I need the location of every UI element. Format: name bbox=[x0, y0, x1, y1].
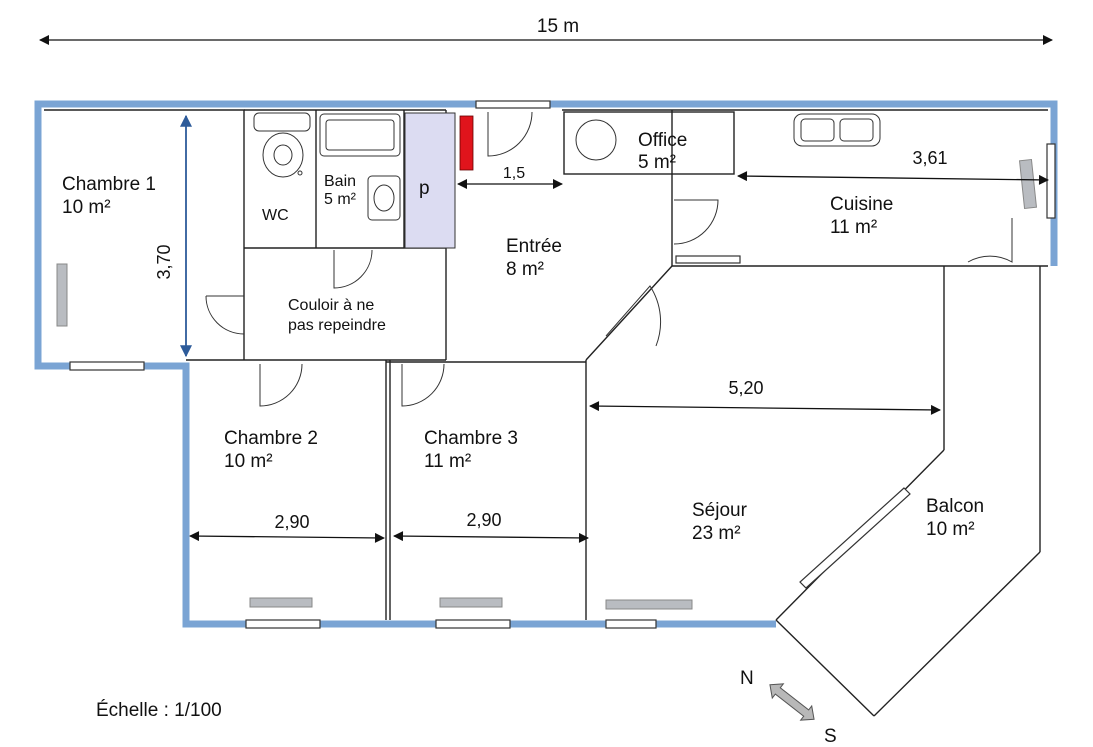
cuisine-width-label: 3,61 bbox=[912, 148, 947, 168]
chambre2-name: Chambre 2 bbox=[224, 428, 318, 449]
bain-name: Bain bbox=[324, 173, 356, 190]
sink-icon bbox=[367, 175, 401, 221]
entree-width-label: 1,5 bbox=[503, 165, 525, 182]
sejour-width-label: 5,20 bbox=[728, 378, 763, 398]
toilet-tank-icon bbox=[253, 112, 311, 132]
total-width-label: 15 m bbox=[537, 16, 579, 37]
compass-north-label: N bbox=[740, 668, 754, 689]
chambre3-width-dimension bbox=[393, 531, 589, 543]
closet-box bbox=[404, 112, 456, 249]
radiators bbox=[56, 158, 1038, 610]
bathtub-icon bbox=[319, 113, 401, 157]
chambre1-area: 10 m² bbox=[62, 197, 111, 218]
couloir-label-line1: Couloir à ne bbox=[288, 297, 374, 314]
chambre1-name: Chambre 1 bbox=[62, 174, 156, 195]
sejour-width-dimension bbox=[589, 401, 941, 415]
compass-arrow-icon bbox=[769, 683, 815, 721]
windows bbox=[69, 100, 1056, 629]
toilet-bowl-icon bbox=[262, 132, 304, 178]
couloir-label-line2: pas repeindre bbox=[288, 317, 386, 334]
sejour-area: 23 m² bbox=[692, 523, 741, 544]
bain-area: 5 m² bbox=[324, 191, 357, 208]
chambre2-area: 10 m² bbox=[224, 451, 273, 472]
chambre3-name: Chambre 3 bbox=[424, 428, 518, 449]
entree-name: Entrée bbox=[506, 236, 562, 257]
doors bbox=[205, 111, 1013, 407]
closet-name: p bbox=[419, 178, 430, 199]
cuisine-width-dimension bbox=[737, 171, 1049, 185]
balcon-area: 10 m² bbox=[926, 519, 975, 540]
compass-south-label: S bbox=[824, 726, 837, 747]
chambre2-width-dimension bbox=[189, 531, 385, 543]
exterior-wall bbox=[34, 100, 1058, 628]
washing-machine-icon bbox=[575, 119, 617, 161]
office-name: Office bbox=[638, 130, 687, 151]
balcon-name: Balcon bbox=[926, 496, 984, 517]
office-area: 5 m² bbox=[638, 152, 676, 173]
scale-label: Échelle : 1/100 bbox=[96, 700, 222, 721]
chambre1-height-label: 3,70 bbox=[154, 244, 174, 279]
entree-area: 8 m² bbox=[506, 259, 544, 280]
chambre3-area: 11 m² bbox=[424, 451, 471, 472]
cuisine-area: 11 m² bbox=[830, 217, 877, 238]
chambre3-width-label: 2,90 bbox=[466, 510, 501, 530]
office-box bbox=[563, 111, 735, 175]
cuisine-name: Cuisine bbox=[830, 194, 893, 215]
sejour-name: Séjour bbox=[692, 500, 748, 521]
wc-name: WC bbox=[262, 207, 289, 224]
kitchen-sink-icon bbox=[793, 113, 881, 147]
heater-icon bbox=[459, 115, 474, 171]
chambre2-width-label: 2,90 bbox=[274, 512, 309, 532]
